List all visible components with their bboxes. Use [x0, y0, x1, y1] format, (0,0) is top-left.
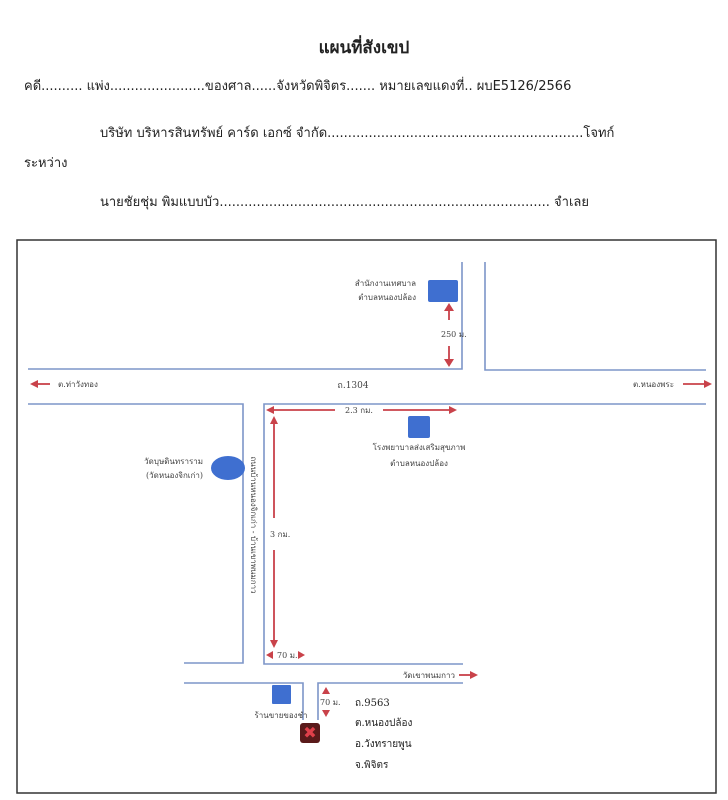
address-province: จ.พิจิตร	[355, 760, 389, 771]
address-subdistrict: ต.หนองปล้อง	[355, 717, 412, 729]
defendant-line: นายชัยชุ่ม พิมแบบบัว....................…	[100, 195, 590, 210]
arrowhead-left-icon	[30, 380, 38, 388]
road-lower-edge	[184, 682, 463, 720]
temple-label: วัดบุษดินทราราม	[144, 457, 203, 466]
distance-label: 70 ม.	[320, 698, 341, 707]
temple-right-label: วัดเขาพนมกาว	[403, 671, 455, 680]
map-frame	[16, 239, 717, 794]
left-destination-label: ต.ท่าวังทอง	[58, 380, 98, 389]
hospital-label: โรงพยาบาลส่งเสริมสุขภาพ	[373, 442, 466, 452]
distance-label: 3 กม.	[270, 530, 290, 539]
plaintiff-line: บริษัท บริหารสินทรัพย์ คาร์ด เอกซ์ จำกัด…	[100, 126, 615, 141]
road-1304-south-edge	[28, 403, 706, 665]
between-label: ระหว่าง	[24, 156, 68, 171]
office-label: สำนักงานเทศบาล	[355, 279, 416, 288]
page-title: แผนที่สังเขป	[318, 38, 410, 58]
arrowhead-icon	[470, 671, 478, 679]
temple-label: (วัดหนองจิกเก่า)	[146, 471, 203, 480]
roads	[28, 262, 706, 720]
arrowheads	[322, 687, 330, 717]
road-name-label: ถ.1304	[337, 381, 368, 391]
road-1304-north-edge	[28, 262, 706, 371]
distance-label: 2.3 กม.	[345, 406, 373, 415]
address-district: อ.วังทรายพูน	[355, 739, 412, 750]
shop-marker	[272, 685, 291, 704]
hospital-marker	[408, 416, 430, 438]
case-line: คดี.......... แพ่ง......................…	[24, 79, 572, 94]
target-location-marker	[300, 723, 320, 743]
municipal-office-marker	[428, 280, 458, 302]
x-mark-icon: ✖	[303, 723, 316, 742]
office-label: ตำบลหนองปล้อง	[358, 293, 416, 302]
address-road: ถ.9563	[355, 698, 390, 709]
distance-label: 70 ม.	[277, 651, 298, 660]
temple-marker	[211, 456, 245, 480]
right-destination-label: ต.หนองพระ	[633, 380, 674, 389]
hospital-label: ตำบลหนองปล้อง	[390, 459, 448, 468]
vertical-road-label: ถนนบ้านหนองจิกเก่า - บ้านเขาพนมกาว	[249, 456, 258, 593]
shop-label: ร้านขายของชำ	[254, 711, 307, 720]
distance-label: 250 ม.	[441, 330, 467, 339]
arrowhead-right-icon	[704, 380, 712, 388]
